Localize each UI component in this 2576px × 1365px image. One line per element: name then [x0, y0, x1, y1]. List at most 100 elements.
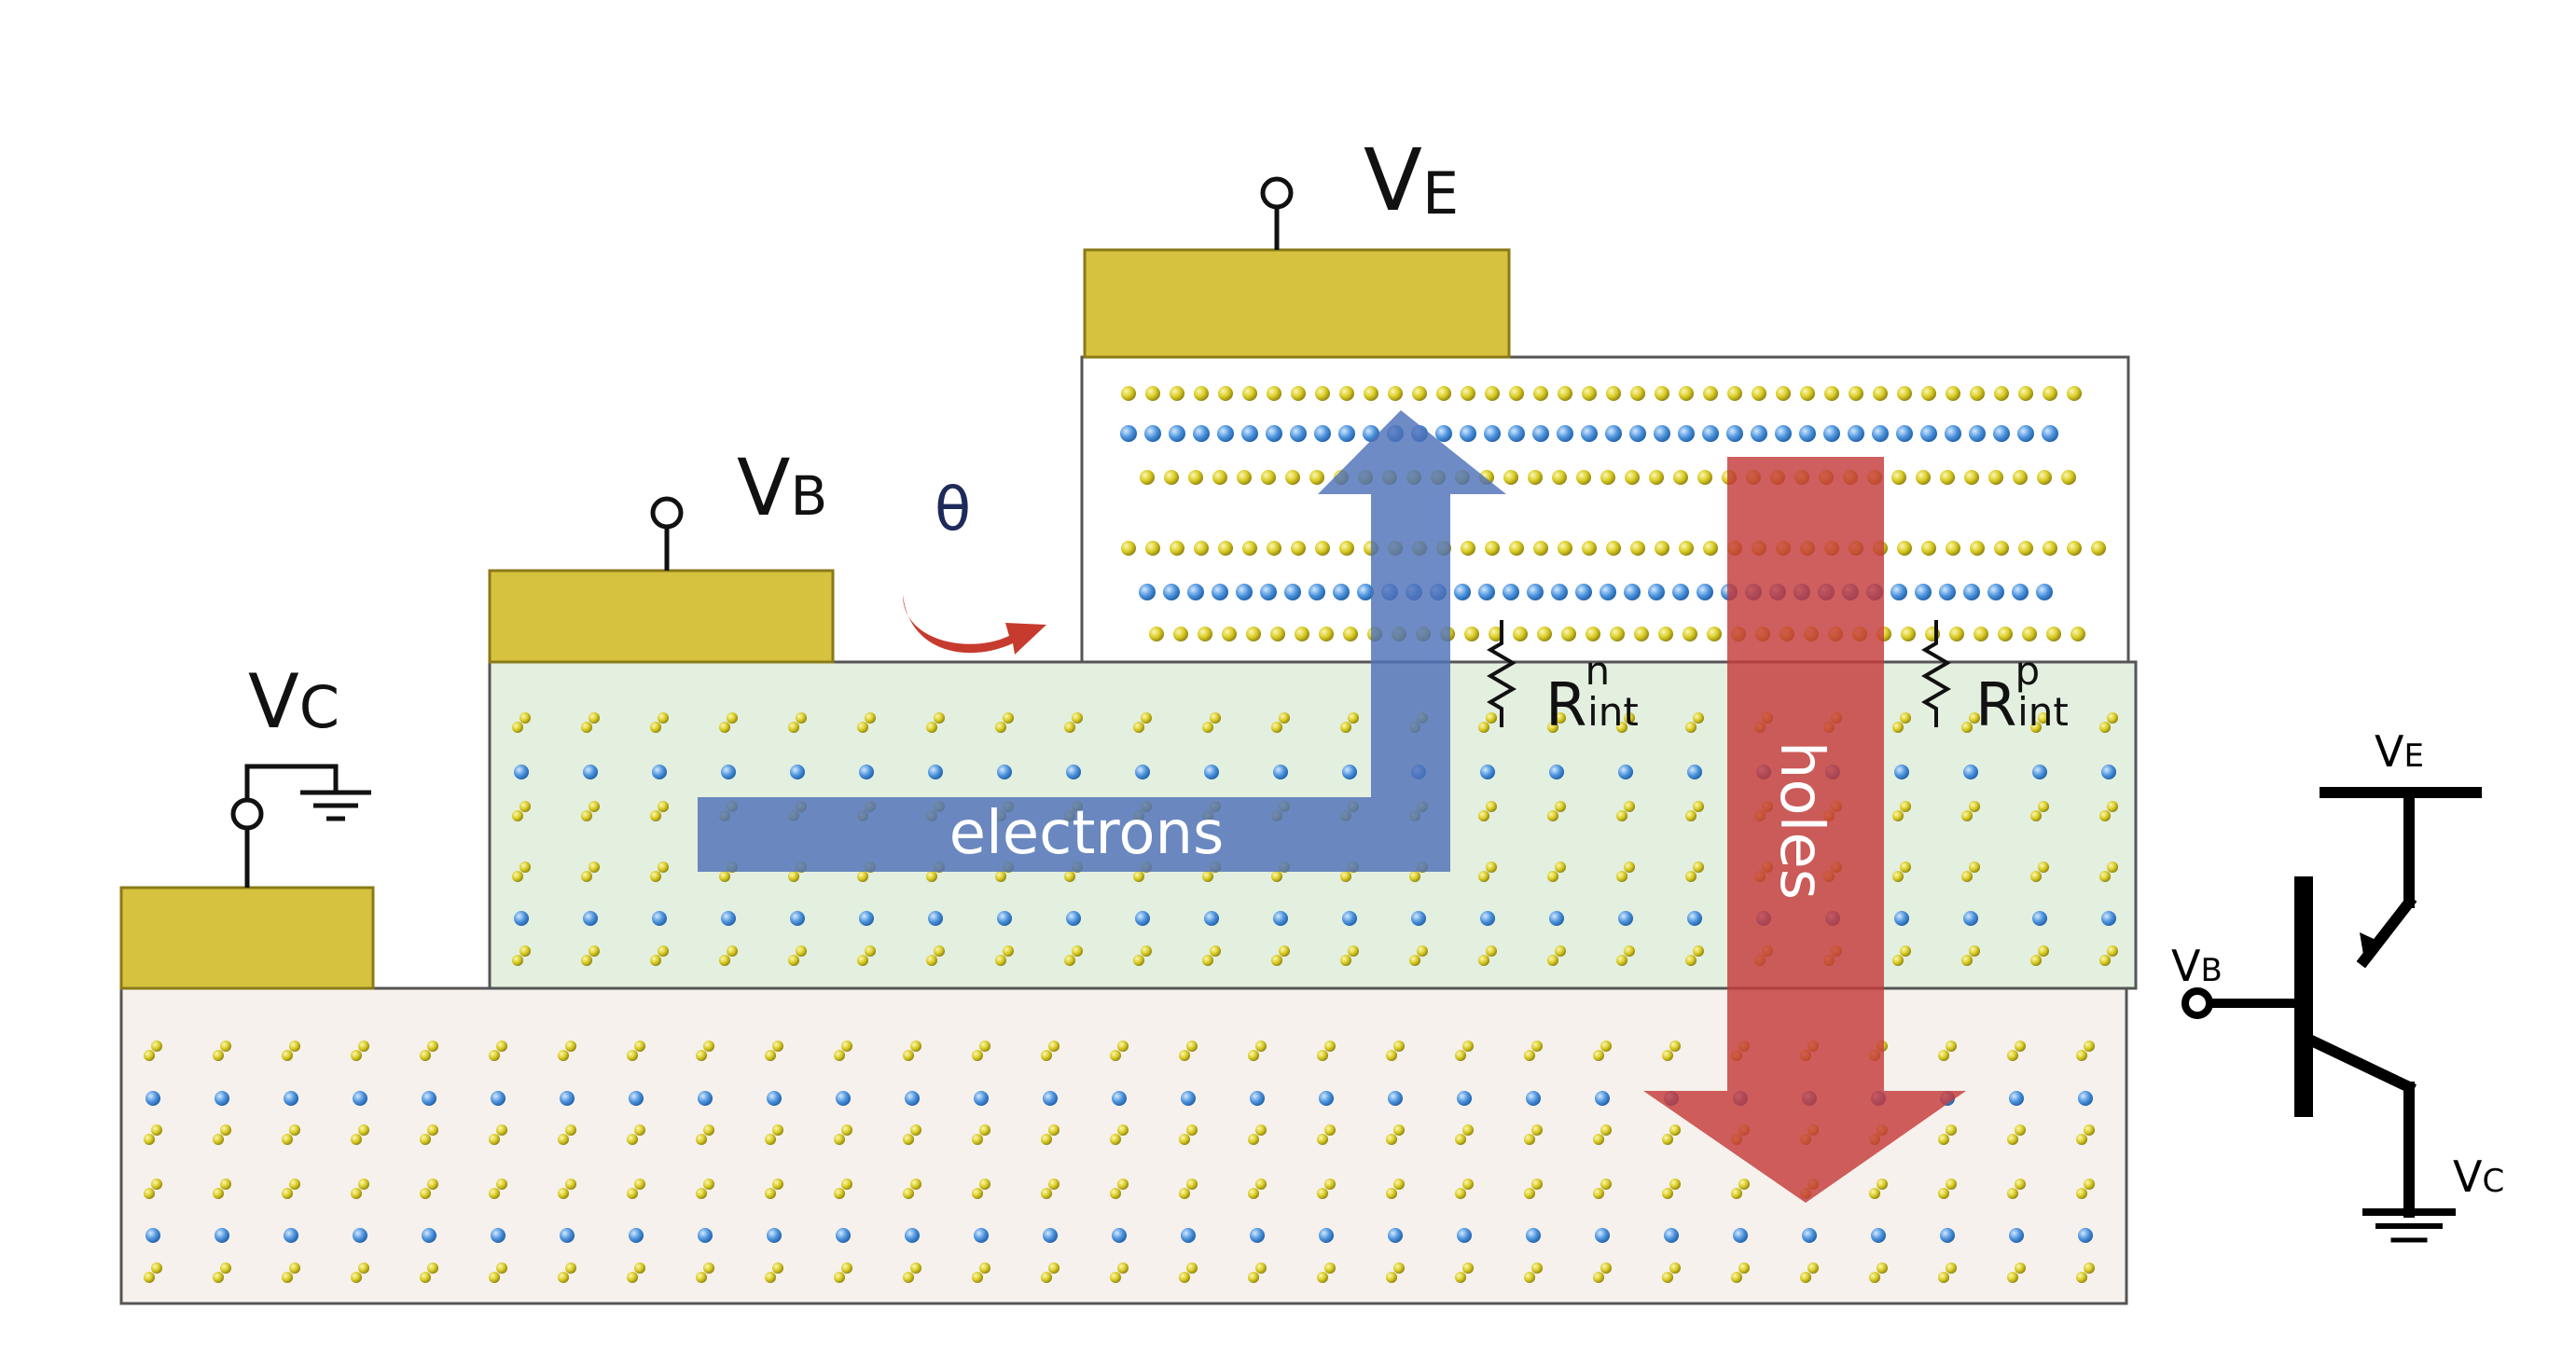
blue-atom [1672, 584, 1689, 600]
yellow-atom [1533, 541, 1548, 556]
yellow-atom [1524, 1050, 1535, 1061]
yellow-atom [910, 1041, 921, 1052]
yellow-atom [1248, 1050, 1259, 1061]
blue-atom [790, 765, 805, 779]
yellow-atom [519, 801, 531, 812]
yellow-atom [1202, 871, 1213, 882]
yellow-atom [1974, 627, 1988, 641]
yellow-atom [1938, 1050, 1949, 1061]
yellow-atom [1145, 386, 1160, 401]
yellow-atom [1964, 470, 1979, 485]
yellow-atom [1117, 1041, 1129, 1052]
yellow-atom [1533, 386, 1548, 401]
yellow-atom [1901, 627, 1916, 641]
yellow-atom [995, 722, 1006, 733]
blue-atom [1894, 765, 1909, 779]
blue-atom [1503, 584, 1519, 600]
yellow-atom [1279, 945, 1290, 957]
blue-atom [1581, 425, 1598, 442]
yellow-atom [1117, 1179, 1129, 1190]
yellow-atom [703, 1262, 714, 1274]
blue-atom [491, 1091, 506, 1106]
yellow-atom [2076, 1050, 2087, 1061]
yellow-atom [565, 1262, 576, 1274]
yellow-atom [1110, 1188, 1121, 1199]
yellow-atom [496, 1179, 507, 1190]
yellow-atom [1140, 470, 1155, 485]
yellow-atom [1179, 1134, 1190, 1145]
yellow-atom [1683, 627, 1697, 641]
yellow-atom [1600, 470, 1615, 485]
blue-atom [1319, 1091, 1334, 1106]
yellow-atom [1364, 386, 1378, 401]
yellow-atom [420, 1188, 431, 1199]
yellow-atom [1295, 627, 1309, 641]
yellow-atom [358, 1041, 369, 1052]
yellow-atom [1727, 386, 1742, 401]
yellow-atom [1486, 801, 1497, 812]
yellow-atom [220, 1179, 231, 1190]
yellow-atom [903, 1272, 914, 1283]
yellow-atom [358, 1262, 369, 1274]
blue-atom [1654, 425, 1670, 442]
blue-atom [1618, 765, 1633, 779]
yellow-atom [1558, 386, 1572, 401]
yellow-atom [1386, 1134, 1397, 1145]
yellow-atom [1961, 810, 1973, 821]
blue-atom [1896, 425, 1913, 442]
yellow-atom [1669, 1041, 1681, 1052]
yellow-atom [1255, 1262, 1267, 1274]
yellow-atom [1048, 1179, 1059, 1190]
blue-atom [2009, 1091, 2024, 1106]
blue-atom [2036, 584, 2053, 600]
yellow-atom [1524, 1188, 1535, 1199]
blue-atom [1648, 584, 1665, 600]
yellow-atom [834, 1272, 845, 1283]
yellow-atom [934, 945, 945, 957]
blue-atom [1939, 584, 1956, 600]
yellow-atom [796, 945, 807, 957]
yellow-atom [519, 862, 531, 873]
blue-atom [2042, 425, 2058, 442]
yellow-atom [995, 955, 1006, 966]
yellow-atom [1461, 541, 1475, 556]
yellow-atom [1679, 386, 1694, 401]
yellow-atom [151, 1041, 162, 1052]
blue-atom [1871, 1228, 1886, 1243]
yellow-atom [634, 1041, 645, 1052]
blue-atom [284, 1228, 298, 1243]
yellow-atom [1486, 712, 1497, 724]
yellow-atom [1891, 470, 1906, 485]
yellow-atom [144, 1188, 155, 1199]
yellow-atom [2038, 862, 2049, 873]
hole-flow-arrow [1643, 457, 1966, 1203]
blue-atom [1250, 1228, 1265, 1243]
yellow-atom [1343, 627, 1358, 641]
yellow-atom [1141, 712, 1152, 724]
blue-atom [1163, 584, 1180, 600]
yellow-atom [1202, 955, 1213, 966]
electrons-label: electrons [949, 799, 1225, 868]
yellow-atom [1133, 871, 1144, 882]
yellow-atom [427, 1041, 438, 1052]
yellow-atom [627, 1134, 638, 1145]
blue-atom [1890, 584, 1907, 600]
blue-atom [928, 765, 943, 779]
yellow-atom [1486, 862, 1497, 873]
yellow-atom [2030, 871, 2042, 882]
blue-atom [1595, 1228, 1610, 1243]
yellow-atom [1186, 1041, 1198, 1052]
yellow-atom [1064, 871, 1075, 882]
blue-atom [1333, 584, 1350, 600]
yellow-atom [2018, 386, 2033, 401]
blue-atom [2101, 765, 2116, 779]
yellow-atom [1994, 386, 2009, 401]
blue-atom [997, 765, 1012, 779]
yellow-atom [1537, 627, 1552, 641]
yellow-atom [2107, 712, 2118, 724]
yellow-atom [213, 1188, 224, 1199]
blue-atom [1250, 1091, 1265, 1106]
yellow-atom [1218, 541, 1233, 556]
